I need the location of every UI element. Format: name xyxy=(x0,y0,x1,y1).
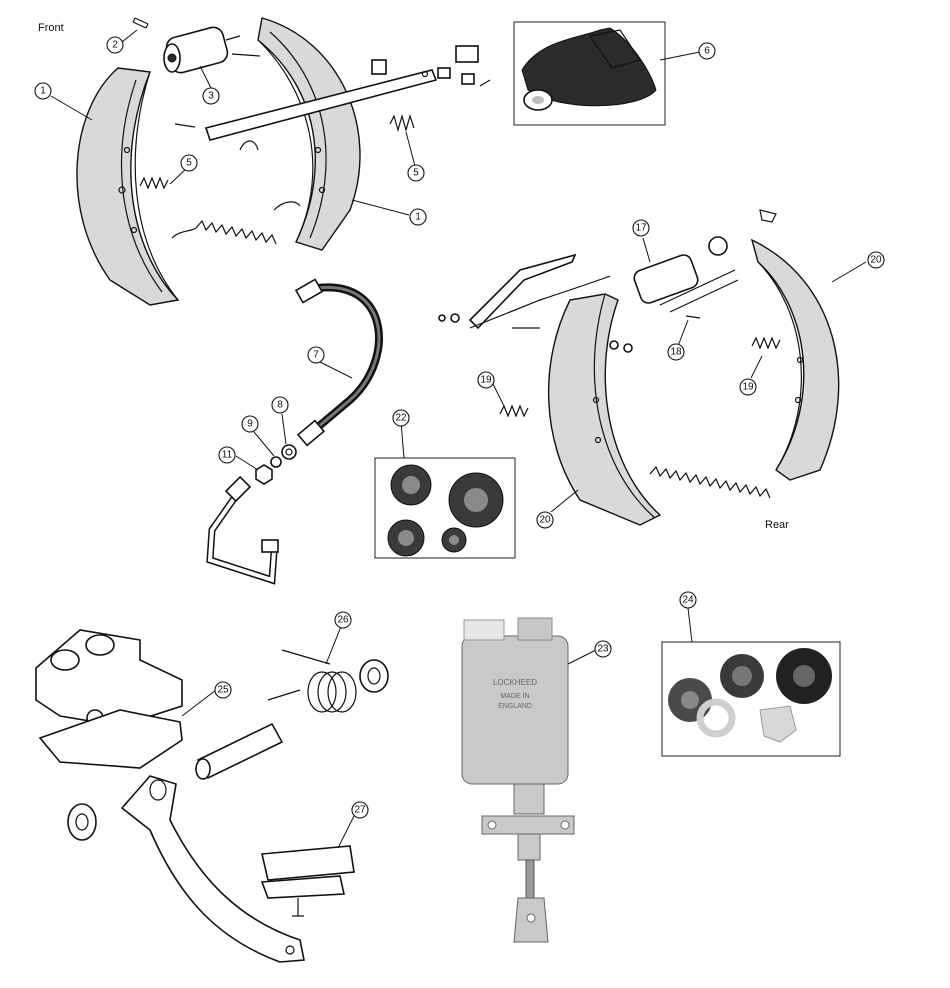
callout-5-left: 5 xyxy=(180,154,198,172)
svg-text:27: 27 xyxy=(354,805,366,816)
front-bolts xyxy=(174,53,261,128)
pedal-washer-upper xyxy=(359,659,389,693)
rear-bolts xyxy=(438,209,777,353)
callout-25: 25 xyxy=(214,681,232,699)
svg-text:18: 18 xyxy=(670,347,682,358)
front-section-label: Front xyxy=(38,22,64,34)
brake-pedal-arm xyxy=(120,775,305,963)
cylinder-text-line2: MADE IN xyxy=(500,693,529,700)
flexible-brake-hose xyxy=(294,278,383,447)
svg-text:8: 8 xyxy=(277,400,283,411)
rigid-brake-pipe xyxy=(206,475,279,585)
part-22-box xyxy=(374,457,516,559)
svg-text:7: 7 xyxy=(313,350,319,361)
rear-return-spring-left xyxy=(499,404,529,418)
front-adjuster-bar xyxy=(204,69,438,141)
pedal-pad-part-27 xyxy=(260,845,355,917)
svg-text:6: 6 xyxy=(704,46,710,57)
svg-text:20: 20 xyxy=(870,255,882,266)
svg-text:17: 17 xyxy=(635,223,647,234)
washer-part-8 xyxy=(281,444,297,460)
svg-text:26: 26 xyxy=(337,615,349,626)
rear-brake-shoe-right xyxy=(750,238,840,481)
pedal-return-spring-part-26 xyxy=(267,649,357,713)
leader-lines xyxy=(50,29,867,849)
master-cylinder-part-23: LOCKHEED MADE IN ENGLAND xyxy=(461,617,575,943)
callout-3: 3 xyxy=(202,87,220,105)
callout-7: 7 xyxy=(307,346,325,364)
callout-18: 18 xyxy=(667,343,685,361)
svg-text:19: 19 xyxy=(480,375,492,386)
callout-2: 2 xyxy=(106,36,124,54)
front-clip xyxy=(239,140,259,151)
front-wheel-cylinder xyxy=(163,26,241,74)
callout-26: 26 xyxy=(334,611,352,629)
svg-text:3: 3 xyxy=(208,91,214,102)
callout-1-left: 1 xyxy=(34,82,52,100)
bleed-screw xyxy=(132,17,149,29)
rear-return-spring-right xyxy=(751,336,781,350)
pedal-bracket-assembly xyxy=(35,629,183,727)
callout-8: 8 xyxy=(271,396,289,414)
callout-9: 9 xyxy=(241,415,259,433)
nut-part-11 xyxy=(255,464,273,485)
callout-11: 11 xyxy=(218,446,236,464)
rear-handbrake-lever xyxy=(468,253,611,330)
front-brake-shoe-right xyxy=(257,17,361,251)
svg-text:2: 2 xyxy=(112,40,118,51)
callout-24: 24 xyxy=(679,591,697,609)
callout-6: 6 xyxy=(698,42,716,60)
rear-wheel-cylinder xyxy=(633,236,739,313)
svg-text:11: 11 xyxy=(222,450,233,461)
svg-text:1: 1 xyxy=(40,86,46,97)
callout-27: 27 xyxy=(351,801,369,819)
front-return-spring-right xyxy=(389,113,415,133)
callout-1-right: 1 xyxy=(409,208,427,226)
svg-text:25: 25 xyxy=(217,685,229,696)
pedal-washer-lower xyxy=(67,803,97,841)
callout-23: 23 xyxy=(594,640,612,658)
svg-text:5: 5 xyxy=(186,158,192,169)
rear-section-label: Rear xyxy=(765,519,789,531)
lockwasher-part-9 xyxy=(270,456,282,468)
callout-22: 22 xyxy=(392,409,410,427)
part-6-box xyxy=(513,21,666,126)
front-pull-off-spring xyxy=(171,201,301,245)
svg-text:24: 24 xyxy=(682,595,694,606)
svg-text:1: 1 xyxy=(415,212,421,223)
svg-text:9: 9 xyxy=(247,419,253,430)
front-brake-shoe-left xyxy=(76,67,180,306)
callout-20-left: 20 xyxy=(536,511,554,529)
cylinder-text-line3: ENGLAND xyxy=(498,703,532,710)
callout-17: 17 xyxy=(632,219,650,237)
front-brake-assembly xyxy=(76,17,491,306)
front-return-spring-left xyxy=(139,176,169,190)
rear-brake-shoe-left xyxy=(547,293,662,526)
callout-20-right: 20 xyxy=(867,251,885,269)
callout-5-right: 5 xyxy=(407,164,425,182)
pedal-pivot-pin xyxy=(195,722,284,780)
gasket-part-25 xyxy=(38,709,183,769)
front-adjuster-clips xyxy=(371,45,491,87)
svg-text:22: 22 xyxy=(395,413,407,424)
svg-text:19: 19 xyxy=(742,382,754,393)
cylinder-brand-text: LOCKHEED xyxy=(493,678,537,687)
svg-text:23: 23 xyxy=(597,644,609,655)
callout-19-right: 19 xyxy=(739,378,757,396)
svg-text:5: 5 xyxy=(413,168,419,179)
callout-19-left: 19 xyxy=(477,371,495,389)
rear-brake-assembly xyxy=(438,209,840,526)
rear-pull-off-spring xyxy=(649,465,771,499)
part-24-box xyxy=(661,641,841,757)
svg-text:20: 20 xyxy=(539,515,551,526)
